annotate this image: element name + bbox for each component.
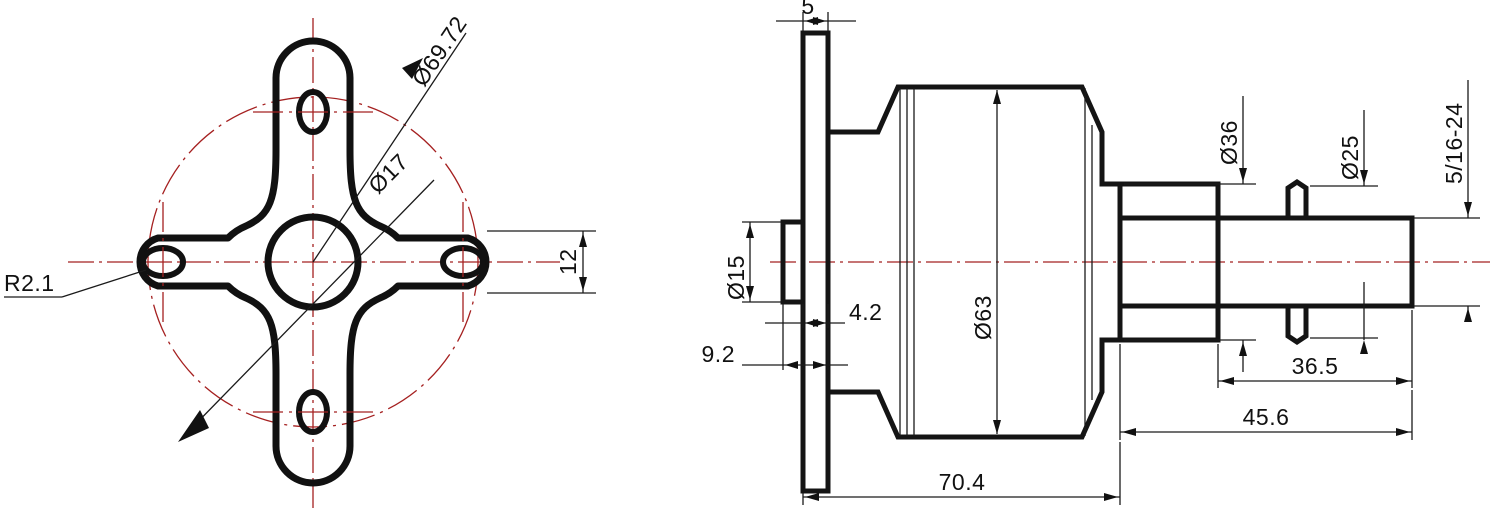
dim-collar-diameter-label: Ø36: [1216, 120, 1242, 165]
can-internal-lines: [899, 88, 1093, 436]
dim-arm-radius-label: R2.1: [4, 270, 55, 296]
hole-centerlines: [162, 111, 464, 413]
dim-prop-diameter: Ø25: [1310, 110, 1378, 354]
rear-shaft-stub: [780, 219, 803, 305]
side-view: 5 Ø15 4.2 9.2: [702, 0, 1490, 505]
dim-arm-width: 12: [487, 230, 596, 294]
front-collar-lower: [1120, 303, 1221, 343]
dim-thread-label: 5/16-24: [1441, 102, 1467, 184]
dim-collar-diameter: Ø36: [1124, 96, 1256, 372]
dim-shaft-bore-label: Ø15: [723, 255, 749, 300]
dim-center-bore-label: Ø17: [363, 148, 413, 198]
front-view: Ø69.72 Ø17 12 R2.1: [4, 11, 596, 508]
front-collar-upper: [1120, 181, 1221, 221]
dim-length-total-label: 70.4: [939, 469, 986, 495]
dim-arm-width-label: 12: [555, 248, 581, 275]
prop-shaft: [1218, 215, 1415, 309]
dim-step-a-label: 4.2: [849, 299, 882, 325]
dim-length-total: 70.4: [802, 442, 1121, 505]
prop-prong-lower: [1285, 306, 1309, 346]
dim-thread: 5/16-24: [1414, 80, 1480, 322]
dim-flange-thickness: 5: [776, 0, 856, 31]
dim-body-diameter: Ø63: [970, 90, 1001, 434]
dim-prop-diameter-label: Ø25: [1337, 135, 1363, 180]
dim-body-diameter-label: Ø63: [970, 295, 996, 340]
dim-length-shaft: 45.6: [1119, 344, 1413, 440]
dim-shaft-bore: Ø15: [723, 221, 781, 303]
dim-arm-radius: R2.1: [4, 269, 147, 298]
prop-prong-upper: [1285, 178, 1309, 218]
dim-step-a: 4.2: [765, 299, 882, 328]
dim-flange-thickness-label: 5: [801, 0, 814, 19]
dim-step-b: 9.2: [702, 304, 848, 370]
dim-length-shaft-label: 45.6: [1243, 404, 1290, 430]
dim-bolt-circle-label: Ø69.72: [407, 11, 472, 91]
dim-length-front-label: 36.5: [1292, 353, 1339, 379]
dim-step-b-label: 9.2: [702, 341, 735, 367]
dim-length-front: 36.5: [1217, 310, 1413, 388]
center-bore: [264, 213, 362, 311]
cross-frame-outline: [136, 37, 490, 487]
